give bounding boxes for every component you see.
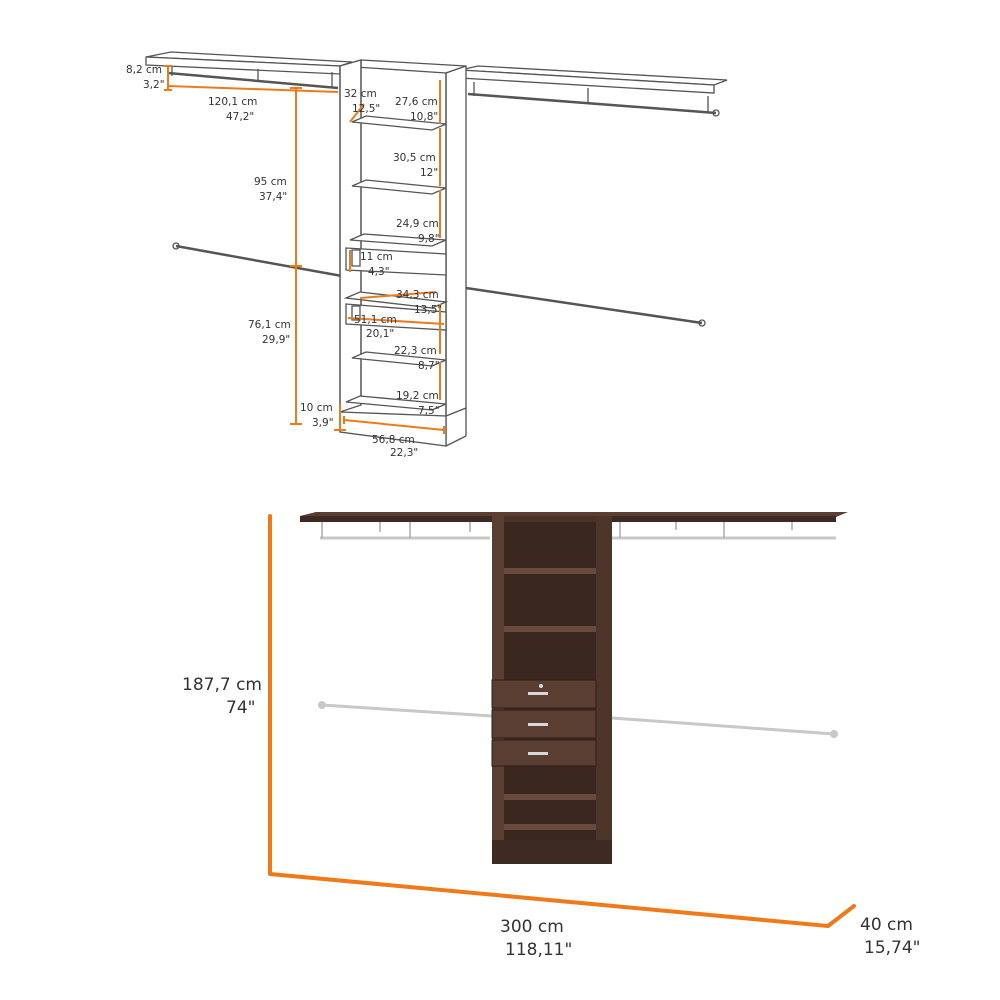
- render-lower-rods: [318, 701, 838, 738]
- left-lower-rod: [172, 242, 343, 278]
- base-height-in: 3,9": [312, 417, 334, 429]
- overall-depth-cm: 40 cm: [860, 915, 913, 935]
- drawer-width-in: 20,1": [366, 328, 394, 340]
- overall-width-in: 118,11": [505, 940, 572, 960]
- tower-width-in: 22,3": [390, 447, 418, 459]
- lower-hang-height-cm: 76,1 cm: [248, 319, 291, 331]
- technical-drawing: [145, 51, 728, 447]
- drawer-width-cm: 51,1 cm: [354, 314, 397, 326]
- gap-5-cm: 19,2 cm: [396, 390, 439, 402]
- drawer-handle-3: [528, 752, 548, 755]
- drawer-height-cm: 11 cm: [360, 251, 393, 263]
- drawer-lock: [539, 684, 543, 688]
- tower-outline: [339, 59, 467, 447]
- drawer-handle-2: [528, 723, 548, 726]
- overall-dimension-labels: 187,7 cm 74" 300 cm 118,11" 40 cm 15,74": [182, 675, 921, 960]
- gap-1-in: 10,8": [410, 111, 438, 123]
- overall-width-cm: 300 cm: [500, 917, 564, 937]
- gap-3-in: 9,8": [418, 233, 440, 245]
- technical-dimension-lines: [164, 65, 445, 434]
- product-render: [300, 512, 848, 864]
- right-upper-rod: [467, 82, 720, 117]
- tower-depth-cm: 32 cm: [344, 88, 377, 100]
- lower-hang-height-in: 29,9": [262, 334, 290, 346]
- gap-4-in: 8,7": [418, 360, 440, 372]
- base-height-cm: 10 cm: [300, 402, 333, 414]
- gap-4-cm: 22,3 cm: [394, 345, 437, 357]
- overall-height-in: 74": [226, 698, 255, 718]
- tower-width-cm: 56,8 cm: [372, 434, 415, 446]
- shelf-thickness-cm: 8,2 cm: [126, 64, 162, 76]
- left-shelf-width-cm: 120,1 cm: [208, 96, 257, 108]
- overall-depth-in: 15,74": [864, 938, 921, 958]
- render-upper-rods: [320, 522, 836, 540]
- left-top-shelf: [145, 51, 353, 75]
- overall-height-cm: 187,7 cm: [182, 675, 262, 695]
- right-lower-rod: [465, 286, 706, 327]
- gap-5-in: 7,5": [418, 405, 440, 417]
- gap-2-in: 12": [420, 167, 438, 179]
- tower-depth-in: 12,5": [352, 103, 380, 115]
- left-shelf-width-in: 47,2": [226, 111, 254, 123]
- upper-hang-height-cm: 95 cm: [254, 176, 287, 188]
- shelf-thickness-in: 3,2": [143, 79, 165, 91]
- gap-1-cm: 27,6 cm: [395, 96, 438, 108]
- drawer-height-in: 4,3": [368, 266, 390, 278]
- overall-dimension-lines: [268, 514, 856, 928]
- upper-hang-height-in: 37,4": [259, 191, 287, 203]
- gap-3-cm: 24,9 cm: [396, 218, 439, 230]
- right-top-shelf: [459, 65, 728, 94]
- drawer-handle-1: [528, 692, 548, 695]
- technical-dimension-labels: 8,2 cm 3,2" 120,1 cm 47,2" 95 cm 37,4" 7…: [126, 64, 442, 459]
- gap-2-cm: 30,5 cm: [393, 152, 436, 164]
- drawer-depth-cm: 34,3 cm: [396, 289, 439, 301]
- drawer-depth-in: 13,5": [414, 304, 442, 316]
- render-drawers: [491, 679, 597, 767]
- left-upper-rod: [167, 66, 339, 90]
- tower-shelves: [345, 115, 447, 411]
